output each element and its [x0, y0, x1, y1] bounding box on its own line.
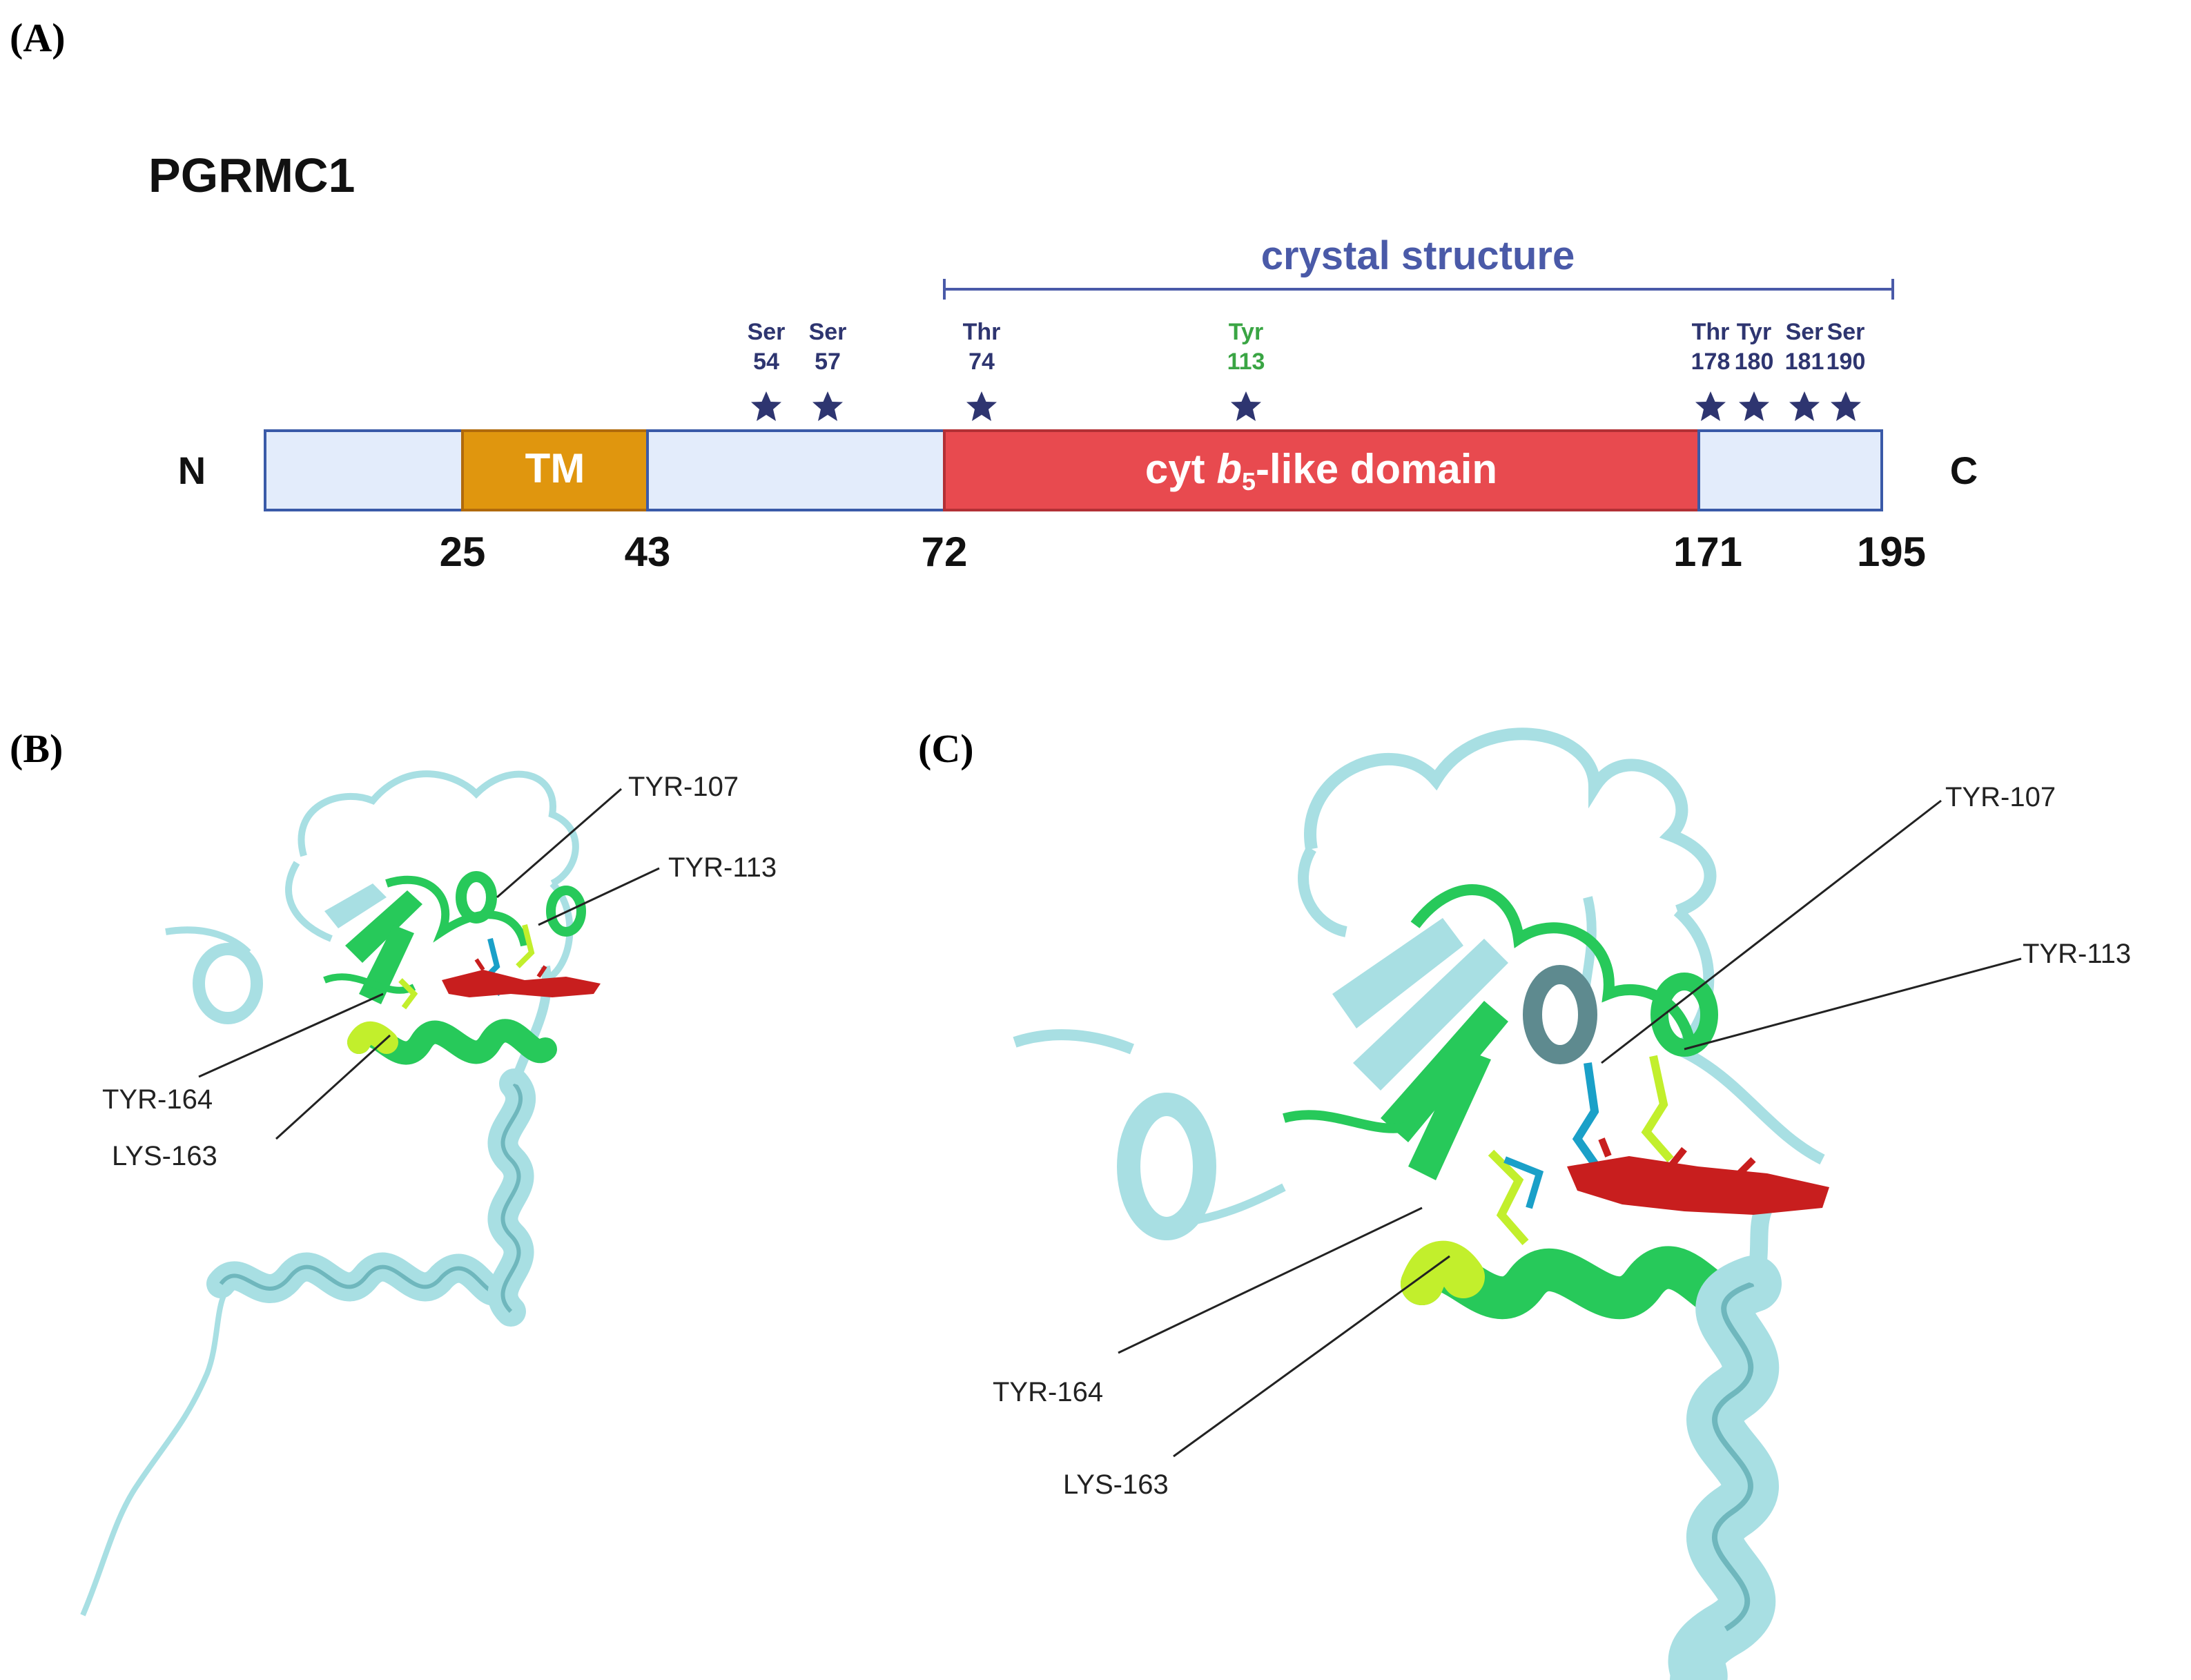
site-number: 74 — [968, 349, 995, 375]
position-labels: 25 43 72 171 195 — [440, 529, 1926, 575]
phospho-star-icon — [1695, 391, 1726, 421]
panel-a-label: (A) — [10, 15, 66, 60]
site-residue: Tyr — [1737, 319, 1771, 345]
cyt-b5-domain-segment — [943, 429, 1700, 511]
panel-b-label: (B) — [10, 726, 63, 771]
protein-structure-c — [1013, 727, 1829, 1680]
crystal-structure-bracket — [943, 279, 1894, 300]
c-terminus-label: C — [1950, 449, 1978, 492]
site-residue: Ser — [1786, 319, 1824, 345]
site-number: 113 — [1227, 349, 1265, 375]
position-171: 171 — [1673, 529, 1742, 575]
phospho-star-icon — [1739, 391, 1769, 421]
site-thr178: Thr 178 — [1691, 319, 1731, 421]
phospho-star-icon — [1789, 391, 1820, 421]
position-195: 195 — [1857, 529, 1926, 575]
site-ser181: Ser 181 — [1785, 319, 1824, 421]
position-25: 25 — [440, 529, 486, 575]
site-tyr180: Tyr 180 — [1735, 319, 1774, 421]
site-residue: Tyr — [1229, 319, 1263, 345]
position-72: 72 — [922, 529, 968, 575]
site-number: 190 — [1827, 349, 1866, 375]
phospho-star-icon — [812, 391, 843, 421]
site-thr74: Thr 74 — [963, 319, 1001, 421]
phospho-star-icon — [751, 391, 781, 421]
label-b-lys-163: LYS-163 — [112, 1141, 217, 1171]
phospho-star-icon — [966, 391, 997, 421]
site-number: 181 — [1785, 349, 1824, 375]
phospho-star-icon — [1231, 391, 1261, 421]
protein-name: PGRMC1 — [148, 148, 355, 202]
site-residue: Ser — [1827, 319, 1865, 345]
linker-segment — [646, 429, 946, 511]
panel-c-label: (C) — [918, 726, 974, 771]
tm-segment — [461, 429, 649, 511]
n-term-segment — [264, 429, 464, 511]
site-number: 180 — [1735, 349, 1774, 375]
crystal-structure-label: crystal structure — [1261, 233, 1575, 278]
position-43: 43 — [625, 529, 671, 575]
label-c-tyr-164: TYR-164 — [993, 1377, 1103, 1407]
n-terminus-label: N — [178, 449, 206, 492]
protein-structure-b — [80, 770, 601, 1616]
site-residue: Thr — [1692, 319, 1730, 345]
tm-label: TM — [525, 445, 585, 491]
site-tyr113: Tyr 113 — [1227, 319, 1265, 421]
callout-lines-b — [198, 788, 660, 1140]
site-number: 57 — [815, 349, 841, 375]
site-residue: Thr — [963, 319, 1001, 345]
site-residue: Ser — [809, 319, 847, 345]
label-b-tyr-164: TYR-164 — [102, 1084, 213, 1115]
site-ser57: Ser 57 — [809, 319, 847, 421]
c-term-segment — [1697, 429, 1883, 511]
protein-domain-bar — [264, 429, 1883, 511]
site-number: 54 — [753, 349, 779, 375]
callout-lines-c — [1118, 799, 2022, 1458]
cyt-b5-domain-label: cyt b5-like domain — [1145, 446, 1497, 496]
label-c-lys-163: LYS-163 — [1063, 1469, 1169, 1500]
site-number: 178 — [1691, 349, 1731, 375]
site-ser190: Ser 190 — [1827, 319, 1866, 421]
phospho-star-icon — [1831, 391, 1861, 421]
label-b-tyr-113: TYR-113 — [668, 852, 777, 883]
label-c-tyr-113: TYR-113 — [2023, 939, 2131, 969]
site-ser54: Ser 54 — [748, 319, 786, 421]
label-c-tyr-107: TYR-107 — [1945, 782, 2056, 812]
site-residue: Ser — [748, 319, 786, 345]
label-b-tyr-107: TYR-107 — [628, 772, 739, 802]
